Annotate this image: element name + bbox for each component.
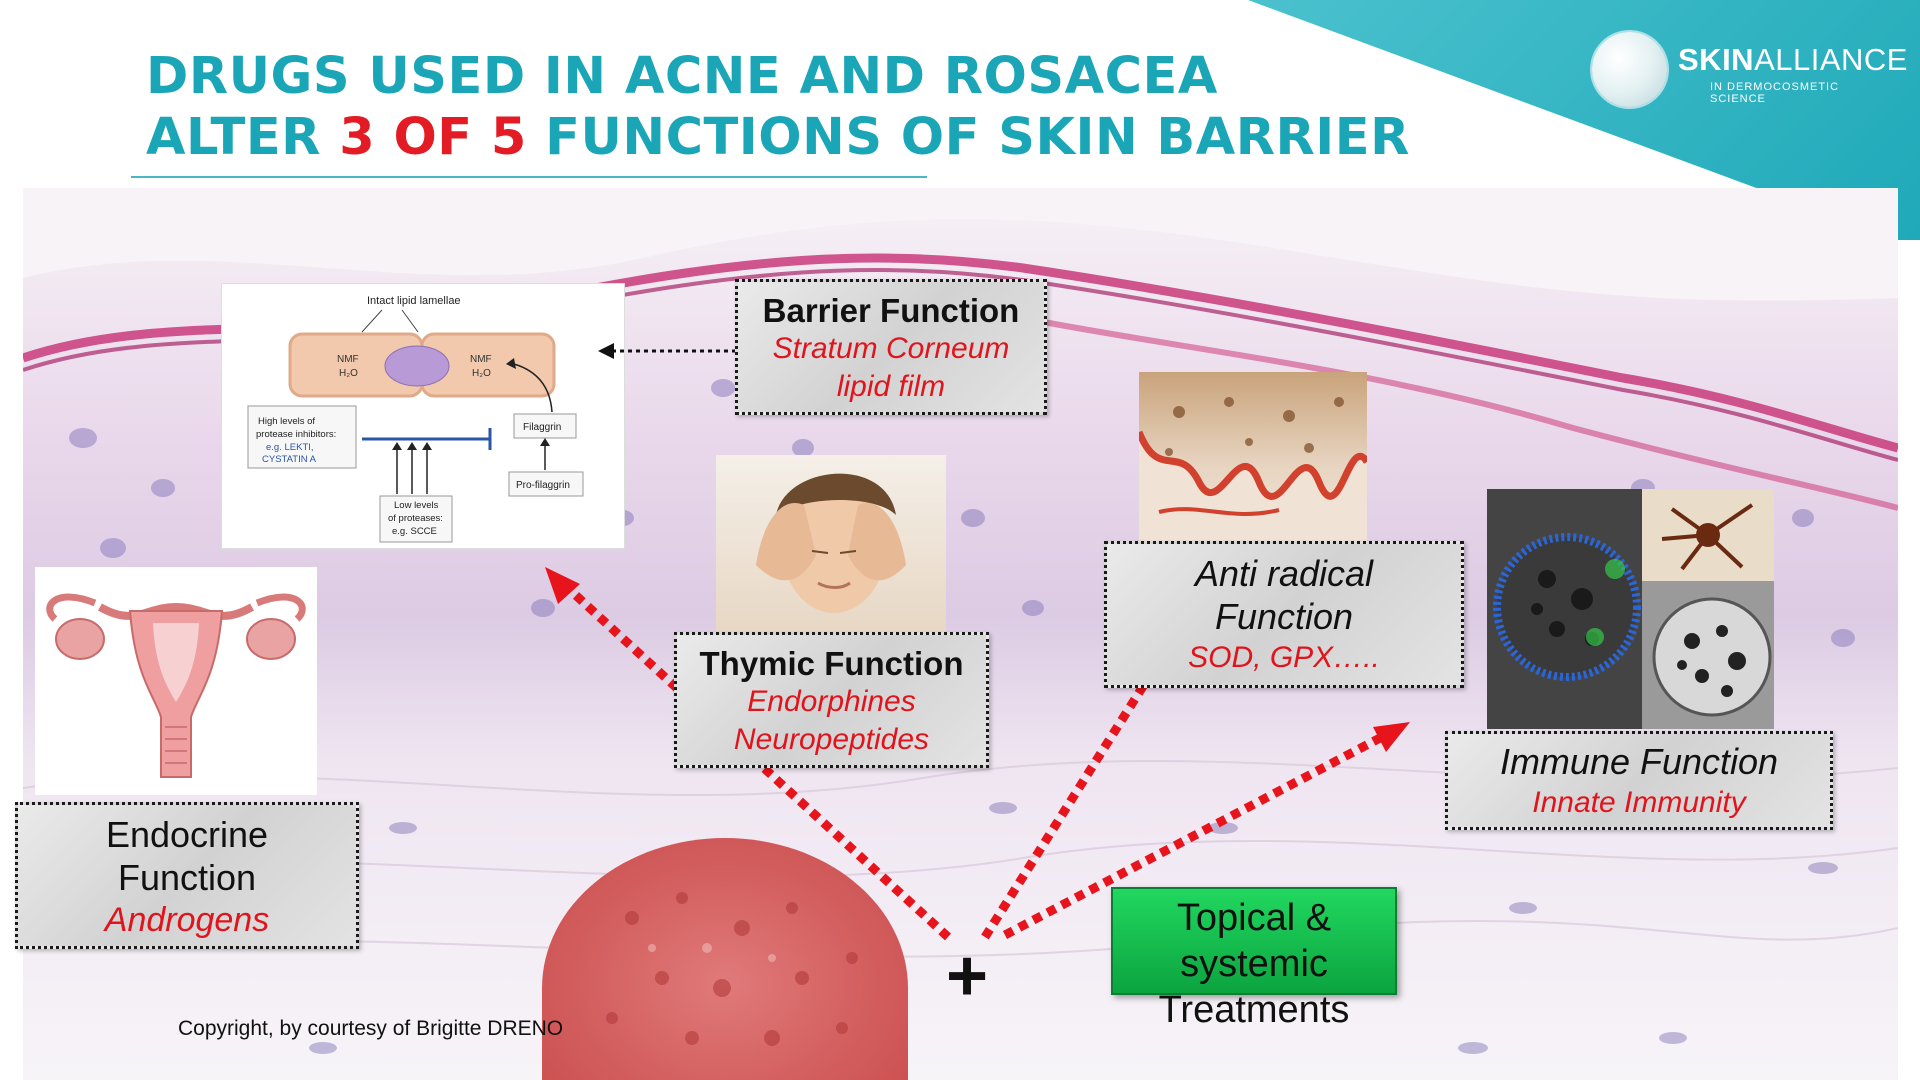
stain-svg	[1139, 397, 1367, 542]
logo-brand-bold: SKIN	[1678, 42, 1755, 77]
acne-skin-photo	[542, 838, 908, 1080]
antiradical-function-sub: SOD, GPX…..	[1188, 641, 1380, 674]
title-underline	[131, 176, 927, 178]
immune-cell-fluorescence-photo	[1487, 489, 1642, 729]
arrow-to-immune	[1002, 734, 1383, 939]
woman-svg	[756, 473, 906, 613]
endocrine-function-title2: Function	[117, 857, 257, 898]
lamellae-diagram-svg: Intact lipid lamellae NMF H₂O NMF H₂O Hi…	[247, 295, 584, 543]
arrow-to-antiradical	[981, 669, 1156, 940]
inhibitors-l2: protease inhibitors:	[256, 429, 336, 440]
h2o-left: H₂O	[339, 368, 358, 379]
title-line-2a: ALTER	[146, 108, 340, 167]
thymic-function-sub2: Neuropeptides	[733, 723, 930, 756]
treatment-line1: Topical & systemic	[1176, 897, 1332, 985]
proteases-l2: of proteases:	[388, 513, 443, 524]
nmf-right: NMF	[470, 354, 492, 365]
uterus-svg	[46, 593, 306, 778]
inhibitors-l1: High levels of	[258, 416, 315, 427]
plus-sign: +	[946, 936, 989, 1016]
antiradical-function-title1: Anti radical	[1194, 553, 1374, 594]
endocrine-function-box: Endocrine Function Androgens	[15, 802, 359, 949]
dendritic-cell-photo	[1642, 489, 1774, 581]
arrowhead-diagram-icon	[598, 343, 614, 359]
topical-systemic-treatments-box: Topical & systemic Treatments	[1111, 887, 1397, 1031]
uterus-illustration	[35, 567, 317, 795]
inhibitors-l4: CYSTATIN A	[262, 454, 317, 465]
antiradical-function-title2: Function	[1214, 596, 1354, 637]
inhibitors-l3: e.g. LEKTI,	[266, 442, 314, 453]
immune-function-box: Immune Function Innate Immunity	[1445, 731, 1833, 830]
arrowhead-barrier-icon	[545, 567, 580, 604]
logo-tagline: IN DERMOCOSMETIC SCIENCE	[1710, 81, 1840, 105]
title-number-3: 3	[339, 108, 376, 167]
title-line-1: DRUGS USED IN ACNE AND ROSACEA	[146, 47, 1218, 106]
proteases-l1: Low levels	[394, 500, 439, 511]
nmf-left: NMF	[337, 354, 359, 365]
dendritic-svg	[1661, 503, 1754, 571]
filaggrin-label: Filaggrin	[523, 422, 561, 433]
fluorescence-svg	[1493, 533, 1641, 681]
stressed-woman-photo	[716, 455, 946, 635]
thymic-function-sub1: Endorphines	[747, 685, 916, 718]
arrowhead-immune-icon	[1373, 722, 1410, 752]
antiradical-stain-photo	[1139, 372, 1367, 542]
barrier-function-sub1: Stratum Corneum	[772, 332, 1010, 365]
logo-brand: SKINALLIANCE	[1678, 42, 1908, 78]
endocrine-function-sub: Androgens	[104, 901, 270, 939]
acne-spots-svg	[606, 892, 858, 1046]
em-cell-svg	[1652, 597, 1772, 717]
lipid-lamellae-diagram: Intact lipid lamellae NMF H₂O NMF H₂O Hi…	[221, 283, 625, 549]
title-line-2b: FUNCTIONS OF SKIN BARRIER	[526, 108, 1410, 167]
endocrine-function-title1: Endocrine	[105, 814, 269, 855]
barrier-function-title: Barrier Function	[762, 292, 1020, 329]
thymic-function-title: Thymic Function	[699, 645, 964, 682]
skin-alliance-logo: SKINALLIANCE IN DERMOCOSMETIC SCIENCE	[1592, 32, 1907, 112]
profilaggrin-label: Pro-filaggrin	[516, 480, 570, 491]
diagram-top-label: Intact lipid lamellae	[367, 295, 461, 307]
immune-function-title: Immune Function	[1499, 741, 1779, 782]
title-number-5: 5	[490, 108, 527, 167]
immune-function-sub: Innate Immunity	[1532, 786, 1746, 819]
title-of: OF	[375, 108, 491, 167]
h2o-right: H₂O	[472, 368, 491, 379]
antiradical-function-box: Anti radical Function SOD, GPX…..	[1104, 541, 1464, 688]
logo-orb-icon	[1592, 32, 1667, 107]
page-title: DRUGS USED IN ACNE AND ROSACEA ALTER 3 O…	[146, 46, 1410, 168]
barrier-function-box: Barrier Function Stratum Corneum lipid f…	[735, 279, 1047, 415]
barrier-function-sub2: lipid film	[836, 370, 946, 403]
treatment-line2: Treatments	[1158, 989, 1350, 1031]
logo-brand-light: ALLIANCE	[1754, 42, 1908, 77]
em-cell-photo	[1642, 581, 1774, 729]
proteases-l3: e.g. SCCE	[392, 526, 437, 537]
thymic-function-box: Thymic Function Endorphines Neuropeptide…	[674, 632, 989, 768]
copyright-credit: Copyright, by courtesy of Brigitte DRENO	[178, 1017, 564, 1040]
